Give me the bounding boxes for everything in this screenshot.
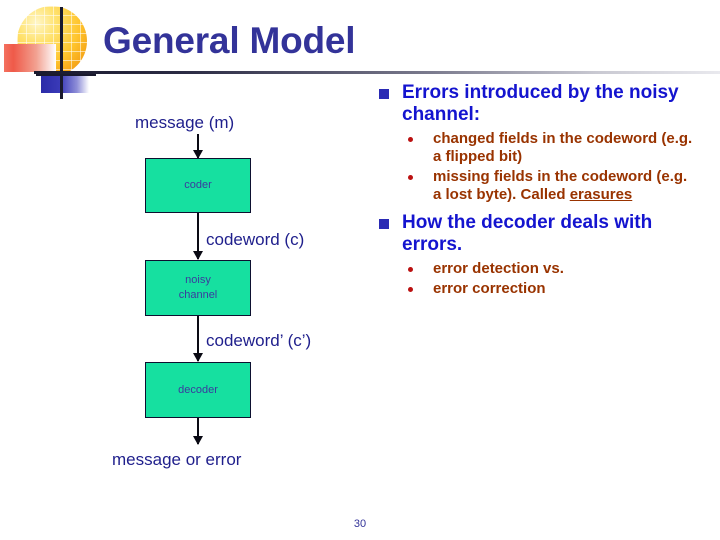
flow-box-decoder-label: decoder: [178, 383, 218, 396]
flow-box-coder-label: coder: [184, 179, 212, 192]
dot-bullet-icon: [408, 174, 413, 180]
square-bullet-icon: [379, 89, 389, 99]
dot-bullet-icon: [408, 137, 413, 143]
dot-bullet-icon: [408, 267, 413, 273]
bullet-error-detection-text: error detection vs.: [433, 260, 564, 278]
slide-logo: [0, 0, 120, 100]
bullet-missing-fields-text: missing fields in the codeword (e.g. a l…: [433, 167, 688, 203]
bullet-error-correction-text: error correction: [433, 279, 546, 297]
bullet-list: Errors introduced by the noisy channel: …: [378, 82, 698, 304]
flow-arrow-message-to-coder: [193, 134, 203, 159]
sub-bullet-list-errors: changed fields in the codeword (e.g. a f…: [378, 130, 698, 204]
bullet-missing-fields: missing fields in the codeword (e.g. a l…: [378, 168, 698, 205]
flow-label-input: message (m): [135, 113, 235, 132]
title-divider: [34, 71, 720, 74]
flow-label-codeword-prime: codeword’ (c’): [206, 331, 312, 350]
vertical-rule-icon: [60, 7, 63, 99]
flow-box-decoder: decoder: [145, 362, 251, 418]
sub-bullet-list-decoder: error detection vs. error correction: [378, 260, 698, 298]
red-gradient-square-icon: [4, 44, 56, 72]
flow-box-coder: coder: [145, 158, 251, 213]
blue-gradient-square-icon: [41, 71, 89, 93]
flow-label-output: message or error: [112, 450, 242, 469]
bullet-missing-fields-emphasis: erasures: [569, 185, 633, 203]
bullet-decoder-deals-text: How the decoder deals with errors.: [402, 212, 653, 256]
square-bullet-icon: [379, 219, 389, 230]
bullet-decoder-deals: How the decoder deals with errors.: [378, 212, 698, 256]
bullet-changed-fields: changed fields in the codeword (e.g. a f…: [378, 130, 698, 167]
bullet-error-correction: error correction: [378, 280, 698, 298]
flow-box-noisy-channel-label: noisy channel: [178, 274, 218, 301]
dot-bullet-icon: [408, 286, 413, 292]
bullet-errors-introduced-text: Errors introduced by the noisy channel:: [402, 82, 679, 126]
flow-label-codeword: codeword (c): [206, 230, 305, 249]
flow-arrow-coder-to-channel: [193, 213, 203, 260]
bullet-errors-introduced: Errors introduced by the noisy channel:: [378, 82, 698, 126]
horizontal-rule-icon: [36, 73, 96, 76]
flow-arrow-channel-to-decoder: [193, 316, 203, 362]
flow-box-noisy-channel: noisy channel: [145, 260, 251, 316]
bullet-changed-fields-text: changed fields in the codeword (e.g. a f…: [433, 130, 693, 166]
flow-arrow-decoder-to-output: [193, 418, 203, 445]
bullet-error-detection: error detection vs.: [378, 260, 698, 278]
page-number: 30: [353, 518, 367, 530]
page-title: General Model: [103, 20, 356, 61]
